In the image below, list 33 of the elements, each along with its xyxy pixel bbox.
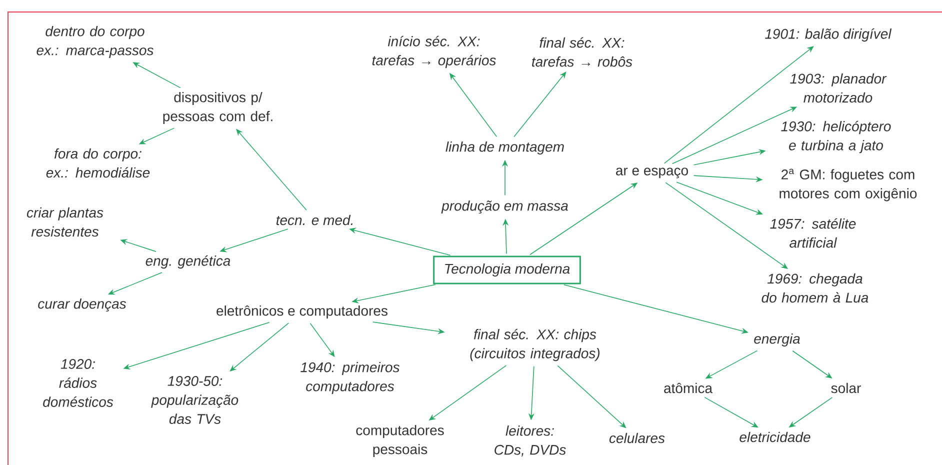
concept-text: tecn. e med. [276, 214, 352, 226]
concept-text: eletrônicos e computadores [216, 305, 388, 319]
concept-text: 1920: rádios domésticos [43, 359, 114, 407]
concept-text: 2$^{a}$ GM: foguetes com motores com oxigênio [780, 168, 917, 202]
concept-text: leitores: CDs, DVDs [494, 426, 566, 456]
concept-text: solar [831, 382, 861, 394]
concept-text: eletricidade [740, 432, 810, 442]
concept-text: dispositivos p/ pessoas com def. [163, 92, 272, 124]
concept-text: produção em massa [441, 200, 568, 214]
concept-text: computadores pessoais [356, 424, 444, 457]
concept-text: 1940: primeiros computadores [300, 362, 400, 394]
concept-text: linha de montagem [446, 141, 564, 155]
concept-text: final séc. XX: tarefas → robôs [532, 37, 632, 67]
concept-text: fora do corpo: ex.: hemodiálise [46, 148, 150, 178]
arrow [664, 46, 814, 164]
concept-text: final séc. XX: chips (circuitos integrados) [470, 328, 600, 362]
concept-text: atômica [664, 382, 713, 394]
concept-text: 1957: satélite artificial [770, 218, 856, 248]
central-concept-box: Tecnologia moderna [433, 256, 581, 284]
arrow [557, 365, 626, 428]
concept-text: energia [754, 333, 800, 347]
concept-text: curar doenças [38, 298, 126, 312]
concept-text: 1901: balão dirigível [765, 28, 892, 42]
concept-text: ar e espaço [616, 168, 688, 178]
concept-text: celulares [609, 432, 665, 444]
concept-text: 1930-50: popularização das TVs [151, 376, 238, 424]
concept-text: criar plantas resistentes [26, 207, 104, 237]
concept-text: dentro do corpo ex.: marca-passos [36, 26, 154, 58]
concept-text: início séc. XX: tarefas → operários [372, 36, 496, 68]
concept-text: 1969: chegada do homem à Lua [762, 273, 868, 303]
concept-text: 1930: helicóptero e turbina a jato [781, 120, 891, 154]
concept-text: eng. genética [146, 255, 230, 269]
concept-text: 1903: planador motorizado [790, 73, 887, 103]
